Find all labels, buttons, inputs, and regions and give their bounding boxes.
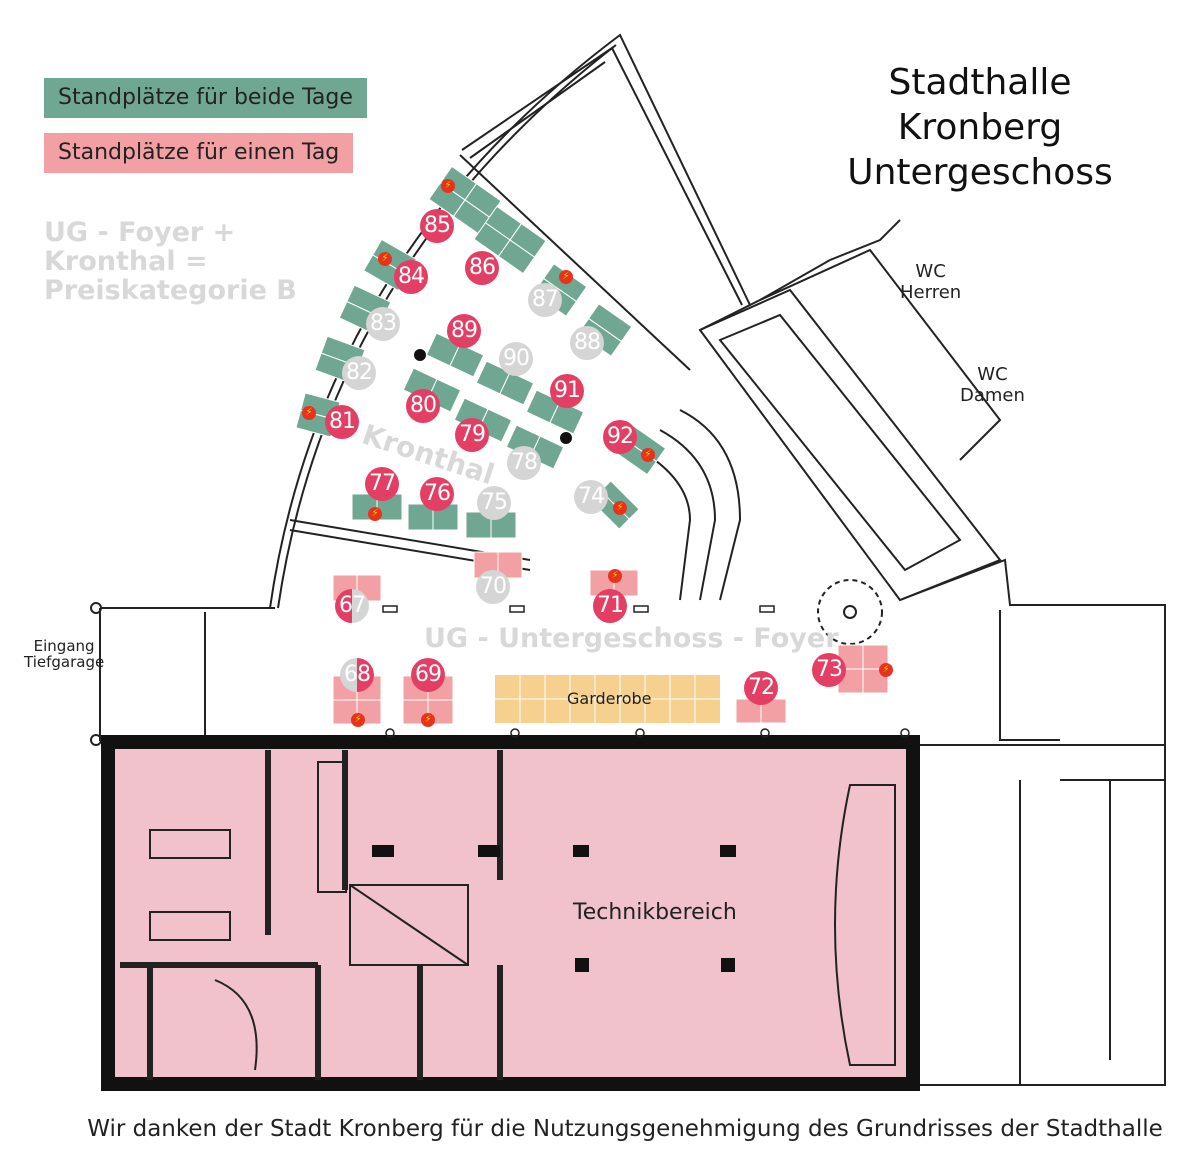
booth-marker[interactable]: 89 xyxy=(447,314,481,348)
power-icon: ⚡ xyxy=(613,501,627,515)
power-icon: ⚡ xyxy=(378,252,392,266)
room-label-line: Herren xyxy=(900,282,962,303)
foyer-watermark: UG - Untergeschoss - Foyer xyxy=(424,623,839,654)
booth-marker[interactable]: 80 xyxy=(406,389,440,423)
booth-marker[interactable]: 77 xyxy=(365,467,399,501)
garderobe-label: Garderobe xyxy=(567,689,652,708)
footer-credit: Wir danken der Stadt Kronberg für die Nu… xyxy=(87,1116,1163,1142)
wc-block xyxy=(698,288,1002,602)
booth-marker[interactable]: 82 xyxy=(342,356,376,390)
north-room-wall xyxy=(461,46,743,306)
room-label-line: WC xyxy=(977,364,1008,385)
room-label-line: Eingang xyxy=(33,637,95,655)
booth-marker[interactable]: 92 xyxy=(603,420,637,454)
watermark-line: Kronthal = xyxy=(44,246,208,277)
garderobe-area xyxy=(495,675,720,723)
booth-marker[interactable]: 67 xyxy=(335,589,369,623)
booth-marker[interactable]: 70 xyxy=(476,570,510,604)
title-line: Kronberg xyxy=(897,107,1063,148)
legend-one-day: Standplätze für einen Tag xyxy=(44,133,354,173)
booth-marker[interactable]: 71 xyxy=(593,589,627,623)
title-line: Stadthalle xyxy=(888,62,1072,103)
booth-marker[interactable]: 74 xyxy=(574,480,608,514)
room-label-line: Damen xyxy=(960,385,1025,406)
booth-marker[interactable]: 81 xyxy=(325,405,359,439)
page-title: Stadthalle Kronberg Untergeschoss xyxy=(830,60,1130,195)
power-icon: ⚡ xyxy=(441,179,455,193)
booth-marker[interactable]: 88 xyxy=(570,326,604,360)
room-label-line: WC xyxy=(915,261,946,282)
booth-marker[interactable]: 87 xyxy=(528,283,562,317)
power-icon: ⚡ xyxy=(351,713,365,727)
price-category-watermark: UG - Foyer + Kronthal = Preiskategorie B xyxy=(44,218,297,305)
power-icon: ⚡ xyxy=(641,448,655,462)
power-icon: ⚡ xyxy=(559,270,573,284)
booth-marker[interactable]: 91 xyxy=(550,374,584,408)
watermark-line: UG - Foyer + xyxy=(44,217,236,248)
booth-marker[interactable]: 86 xyxy=(465,251,499,285)
legend-both-days: Standplätze für beide Tage xyxy=(44,78,367,118)
technik-area xyxy=(101,735,920,1091)
booth-marker[interactable]: 72 xyxy=(744,671,778,705)
watermark-line: Preiskategorie B xyxy=(44,275,297,306)
booth-marker[interactable]: 90 xyxy=(499,342,533,376)
power-icon: ⚡ xyxy=(302,406,316,420)
booth-marker[interactable]: 75 xyxy=(477,486,511,520)
booth-marker[interactable]: 85 xyxy=(420,209,454,243)
booth-marker[interactable]: 78 xyxy=(507,446,541,480)
room-label-line: Tiefgarage xyxy=(24,653,105,671)
power-icon: ⚡ xyxy=(368,507,382,521)
technik-label: Technikbereich xyxy=(573,900,737,925)
booth-marker[interactable]: 79 xyxy=(455,418,489,452)
booth-marker[interactable]: 68 xyxy=(340,658,374,692)
power-icon: ⚡ xyxy=(879,663,893,677)
power-icon: ⚡ xyxy=(421,713,435,727)
booth-marker[interactable]: 69 xyxy=(411,658,445,692)
booth-marker[interactable]: 83 xyxy=(366,307,400,341)
title-line: Untergeschoss xyxy=(847,152,1113,193)
booth-marker[interactable]: 76 xyxy=(420,477,454,511)
booth-marker[interactable]: 84 xyxy=(394,260,428,294)
booth-marker[interactable]: 73 xyxy=(812,653,846,687)
power-icon: ⚡ xyxy=(608,569,622,583)
